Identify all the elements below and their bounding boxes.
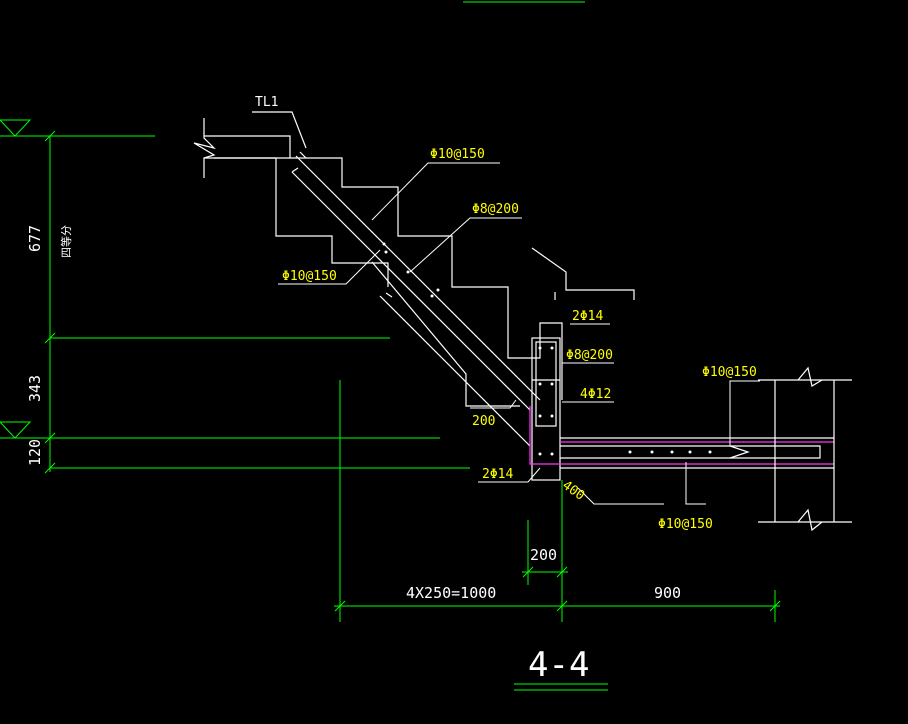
landing-slab	[529, 406, 834, 469]
vertical-dimension-chain	[44, 130, 470, 474]
dim-anchor-400: 400	[559, 478, 587, 504]
level-marker-bottom	[0, 421, 440, 439]
label-dist-bar: Φ8@200	[472, 202, 519, 217]
dim-steps-run: 4X250=1000	[406, 584, 496, 602]
label-bottom-stair-bar: Φ10@150	[282, 269, 337, 284]
label-beam-side: 4Φ12	[580, 387, 611, 402]
section-title: 4-4	[528, 645, 589, 685]
dim-beam-width: 200	[530, 546, 557, 564]
dim-height-low: 120	[26, 439, 44, 466]
label-top-stair-bar: Φ10@150	[430, 147, 485, 162]
dim-height-mid: 343	[26, 375, 44, 402]
label-beam-bottom: 2Φ14	[482, 467, 513, 482]
dim-height-upper: 677	[26, 225, 44, 252]
label-beam-stirrup: Φ8@200	[566, 348, 613, 363]
landing-beam	[531, 337, 561, 481]
label-slab-top: Φ10@150	[702, 365, 757, 380]
horizontal-dimension-chain	[334, 380, 781, 622]
dim-anchor-200: 200	[472, 414, 495, 429]
stair-rebar	[291, 151, 541, 447]
label-beam-top: 2Φ14	[572, 309, 603, 324]
beam-label-tl1: TL1	[255, 95, 278, 110]
label-slab-bottom: Φ10@150	[658, 517, 713, 532]
stair-profile	[193, 118, 635, 407]
leader-lines	[252, 111, 760, 505]
right-wall	[758, 366, 852, 532]
side-note: 四等分	[59, 225, 73, 258]
level-marker-top	[0, 119, 155, 137]
dim-slab-span: 900	[654, 584, 681, 602]
rebar-dots	[382, 242, 440, 298]
